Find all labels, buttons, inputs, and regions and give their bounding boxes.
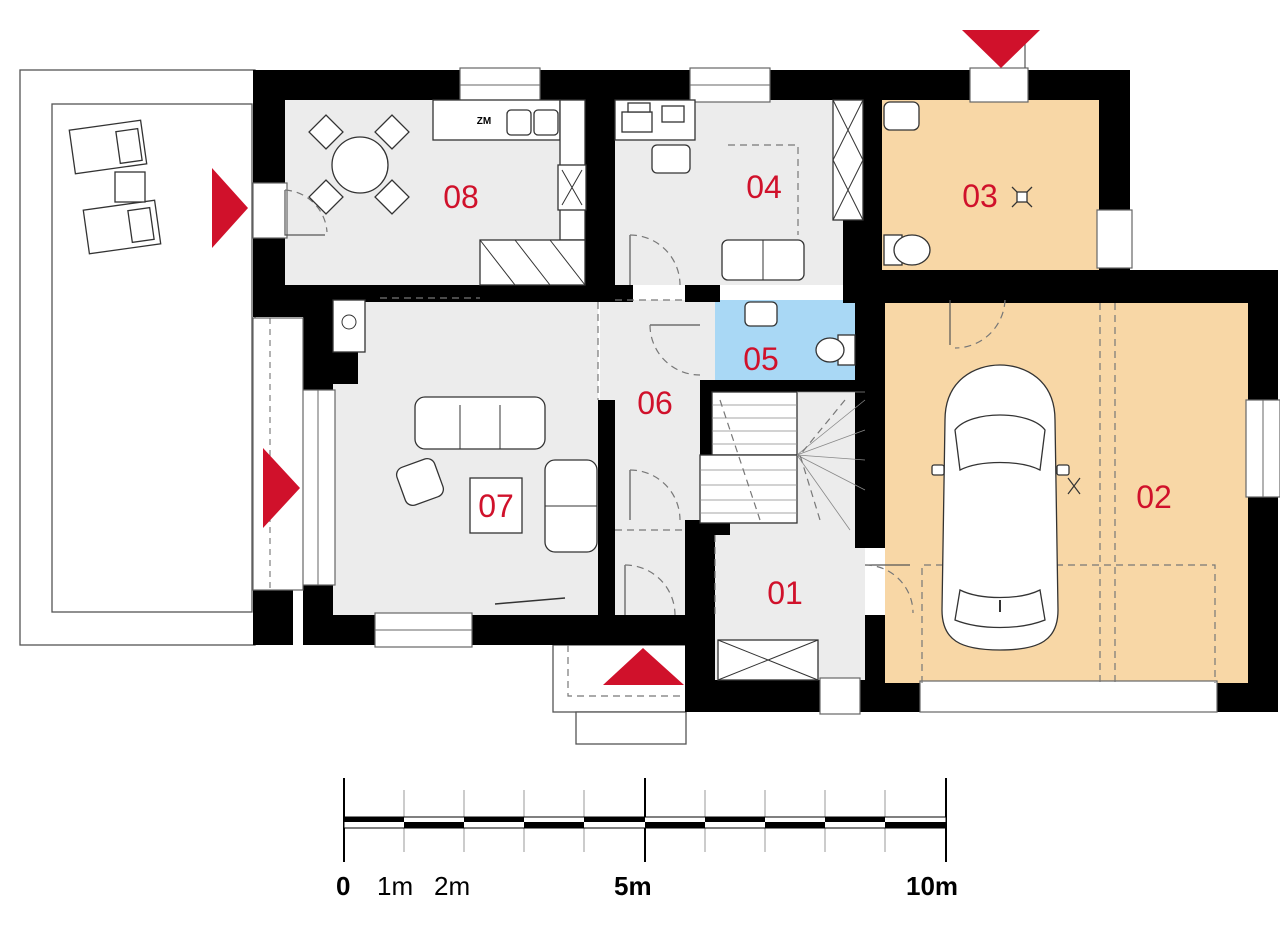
- stove-label: ZM: [477, 116, 491, 127]
- hall-fixtures: [717, 639, 819, 681]
- entry-arrow-icon: [962, 30, 1040, 68]
- dining-table-icon: [308, 114, 410, 215]
- terrace: [19, 69, 256, 646]
- armchair-icon: [395, 457, 598, 553]
- sofa-icon: [414, 396, 546, 450]
- scale-label-10m: 10m: [906, 871, 958, 901]
- scale-bar: 0 1m 2m 5m 10m: [336, 778, 958, 901]
- staircase-icon: [699, 391, 866, 531]
- room-label-02: 02: [1136, 479, 1172, 515]
- room-label-04: 04: [746, 169, 782, 205]
- bathroom-fixtures: [744, 301, 856, 366]
- sofa-icon: [721, 239, 805, 281]
- room-label-05: 05: [743, 341, 779, 377]
- entry-markers: [212, 30, 1040, 685]
- entry-arrow-icon: [603, 648, 684, 685]
- car-icon: [931, 364, 1081, 651]
- room-labels: 08 04 03 05 06 07 02 01: [443, 169, 1172, 611]
- room-07-floor: [333, 300, 598, 615]
- entry-arrow-icon: [263, 448, 300, 528]
- ceiling-light-icon: [1011, 186, 1033, 208]
- room-label-07: 07: [478, 488, 514, 524]
- scale-label-0: 0: [336, 871, 350, 901]
- toilet-icon: [883, 234, 931, 266]
- fireplace-icon: [332, 299, 366, 353]
- room-label-01: 01: [767, 575, 803, 611]
- room-label-08: 08: [443, 179, 479, 215]
- scale-label-5m: 5m: [614, 871, 652, 901]
- entry-arrow-icon: [212, 168, 248, 248]
- toilet-icon: [815, 334, 856, 366]
- sunbed-icon: [68, 119, 162, 255]
- utility-fixtures: [883, 101, 1033, 266]
- scale-label-2m: 2m: [434, 871, 470, 901]
- kitchen-fixtures: ZM: [308, 99, 587, 286]
- washbasin-icon: [883, 101, 920, 131]
- office-fixtures: [614, 99, 864, 281]
- porch: [552, 644, 687, 745]
- windows: [252, 67, 1280, 715]
- scale-label-1m: 1m: [377, 871, 413, 901]
- washbasin-icon: [744, 301, 778, 327]
- room-02-floor: [885, 303, 1248, 683]
- desk-icon: [621, 102, 691, 174]
- sink-icon: [506, 109, 559, 136]
- living-fixtures: [332, 299, 598, 605]
- room-label-03: 03: [962, 178, 998, 214]
- openings: [380, 144, 1216, 683]
- room-label-06: 06: [637, 385, 673, 421]
